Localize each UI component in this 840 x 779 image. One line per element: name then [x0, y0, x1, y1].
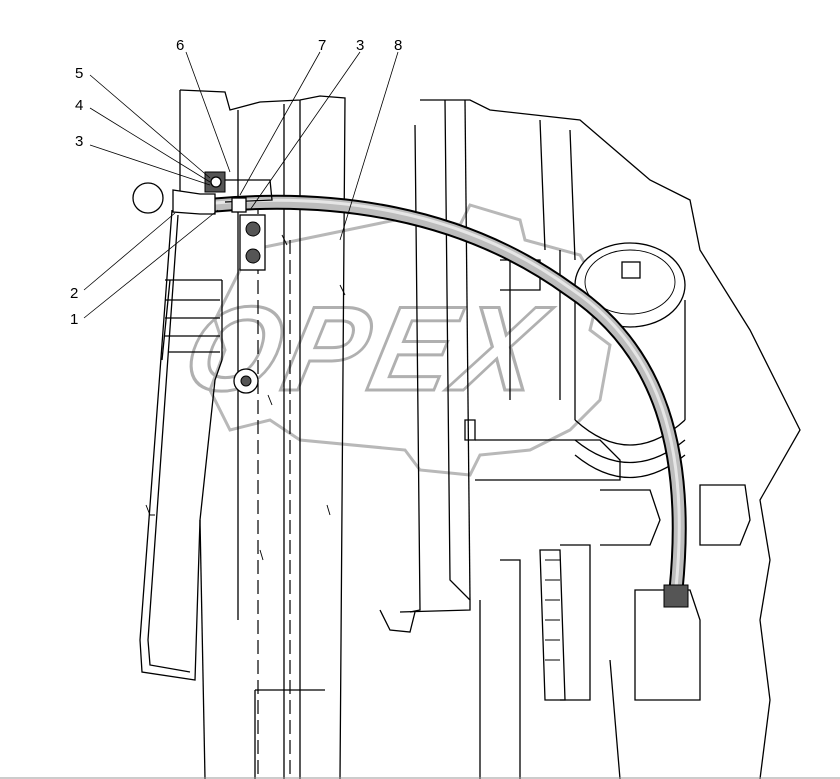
engine-block [379, 99, 801, 779]
pulley-bolt [621, 261, 641, 279]
clamp [231, 197, 247, 213]
callout-7: 7 [318, 37, 326, 54]
leader-lines [83, 51, 399, 319]
watermark-text: OPEX [174, 281, 560, 415]
hose [207, 194, 689, 608]
fitting-assembly [132, 171, 273, 271]
callout-1: 1 [70, 311, 78, 328]
callout-5: 5 [75, 65, 83, 82]
callout-8: 8 [394, 37, 402, 54]
callouts: 6 7 3 8 5 4 3 2 1 [70, 37, 402, 328]
fitting-body [172, 189, 216, 215]
watermark: OPEX [172, 203, 612, 477]
ring-cap [132, 182, 164, 214]
callout-3-left: 3 [75, 133, 83, 150]
callout-4: 4 [75, 97, 83, 114]
side-panel [139, 209, 259, 681]
callout-6: 6 [176, 37, 184, 54]
callout-2: 2 [70, 285, 78, 302]
callout-3-top: 3 [356, 37, 364, 54]
frame-rail [145, 89, 346, 779]
hose-end-fitting [663, 584, 689, 608]
